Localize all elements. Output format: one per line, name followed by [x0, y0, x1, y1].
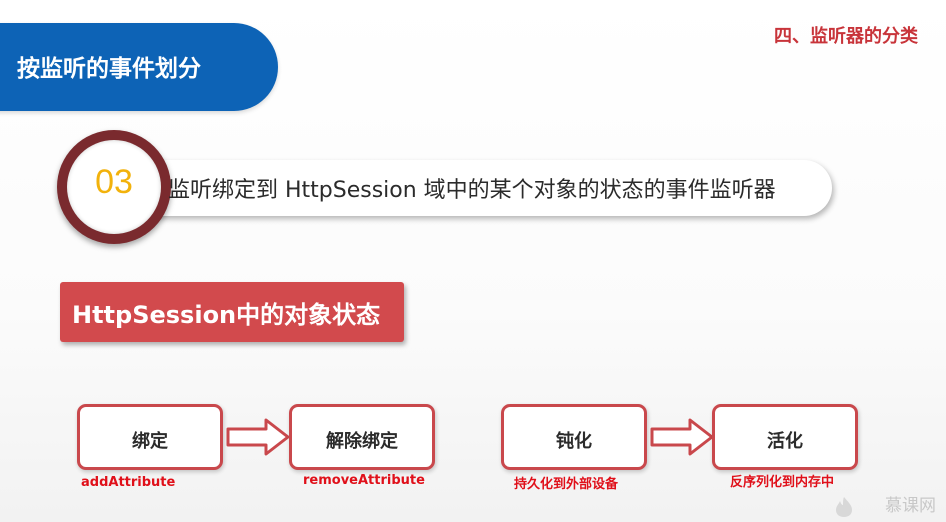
slide-title: 按监听的事件划分 — [17, 56, 201, 82]
method-label-activate: 反序列化到内存中 — [730, 475, 835, 490]
state-box-passivate — [501, 404, 647, 470]
watermark-text: 慕课网 — [885, 496, 936, 516]
topic-text: 监听绑定到 HttpSession 域中的某个对象的状态的事件监听器 — [168, 178, 776, 203]
topic-banner — [120, 160, 832, 216]
topic-number: 03 — [95, 163, 133, 201]
section-label: 四、监听器的分类 — [774, 26, 918, 47]
method-label-bind: addAttribute — [81, 475, 176, 490]
arrow-right-icon — [650, 418, 714, 456]
state-label-activate: 活化 — [767, 431, 803, 452]
flame-logo-icon — [836, 497, 852, 517]
state-box-unbind — [289, 404, 435, 470]
state-label-passivate: 钝化 — [556, 431, 592, 452]
title-banner — [0, 23, 278, 111]
arrow-right-icon — [226, 418, 290, 456]
section-heading: HttpSession中的对象状态 — [72, 301, 381, 329]
state-box-activate — [712, 404, 858, 470]
state-label-bind: 绑定 — [132, 431, 168, 452]
section-heading-box — [60, 282, 404, 342]
method-label-unbind: removeAttribute — [303, 473, 425, 488]
method-label-passivate: 持久化到外部设备 — [514, 477, 619, 492]
state-label-unbind: 解除绑定 — [326, 431, 398, 452]
state-box-bind — [77, 404, 223, 470]
number-badge — [67, 140, 161, 234]
